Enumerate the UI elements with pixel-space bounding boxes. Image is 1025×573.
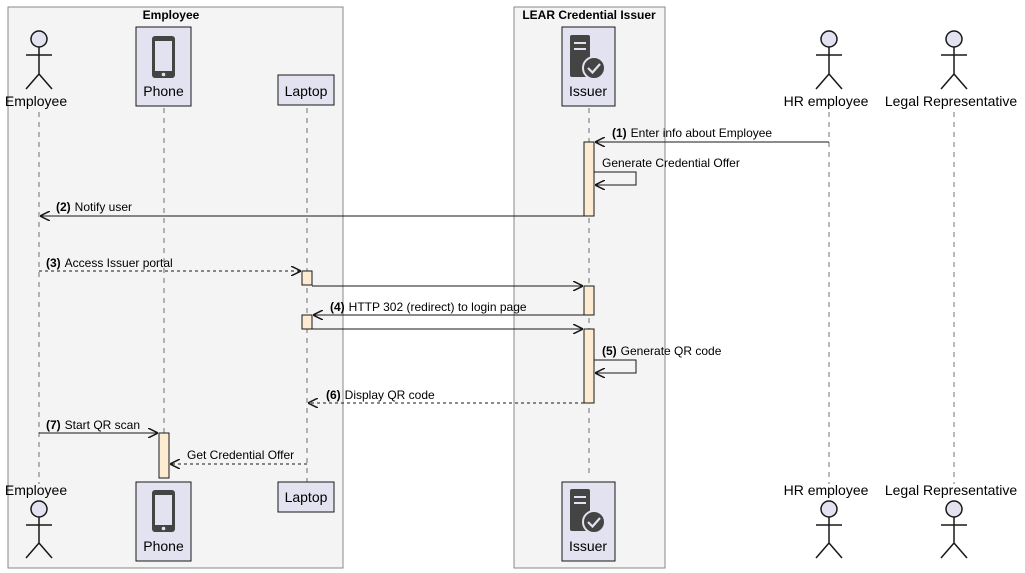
participant-employee-top: Employee <box>5 30 67 109</box>
participant-label-legal: Legal Representative <box>885 93 1018 109</box>
message-7: (7)Start QR scan <box>39 418 157 433</box>
participant-hr-bottom: HR employee <box>784 482 869 559</box>
phone-icon <box>152 36 175 78</box>
participant-box-laptop <box>277 74 335 106</box>
phone-icon <box>152 490 175 532</box>
message-4-label: (4)HTTP 302 (redirect) to login page <box>330 300 527 314</box>
participant-employee-bottom: Employee <box>5 482 67 559</box>
actor-body-icon <box>815 517 843 559</box>
message-7-label: (7)Start QR scan <box>46 418 140 432</box>
participant-issuer-top: Issuer <box>561 26 616 107</box>
participant-box-laptop <box>277 481 335 513</box>
actor-head-icon <box>30 500 48 518</box>
participant-label-employee: Employee <box>5 93 67 109</box>
participant-label-phone: Phone <box>143 83 184 99</box>
participant-label-hr: HR employee <box>784 93 869 109</box>
actor-head-icon <box>945 30 963 48</box>
activation-issuer-3 <box>583 328 595 404</box>
message-1-label: (1)Enter info about Employee <box>612 126 772 140</box>
actor-body-icon <box>25 47 53 90</box>
message-2: (2)Notify user <box>41 200 584 216</box>
participant-label-phone: Phone <box>143 538 184 554</box>
message-5-label: (5)Generate QR code <box>602 344 722 358</box>
actor-head-icon <box>30 30 48 48</box>
actor-body-icon <box>25 517 53 559</box>
issuer-box-title: LEAR Credential Issuer <box>522 8 656 22</box>
message-self-credential-offer: Generate Credential Offer <box>594 156 740 185</box>
message-3: (3)Access Issuer portal <box>39 256 300 271</box>
actor-head-icon <box>820 500 838 518</box>
message-6: (6)Display QR code <box>309 388 584 403</box>
message-4: (4)HTTP 302 (redirect) to login page <box>314 300 584 315</box>
activations <box>158 141 595 479</box>
participant-label-issuer: Issuer <box>569 83 607 99</box>
actor-head-icon <box>820 30 838 48</box>
message-get-credential-offer-label: Get Credential Offer <box>187 448 294 462</box>
message-6-label: (6)Display QR code <box>326 388 435 402</box>
employee-box-title: Employee <box>143 8 200 22</box>
participant-hr-top: HR employee <box>784 30 869 109</box>
actor-head-icon <box>945 500 963 518</box>
activation-phone-1 <box>158 432 170 479</box>
server-check-icon <box>570 35 606 80</box>
message-3-label: (3)Access Issuer portal <box>46 256 173 270</box>
participant-phone-bottom: Phone <box>135 481 192 562</box>
message-2-label: (2)Notify user <box>56 200 132 214</box>
participant-laptop-top: Laptop <box>277 74 335 106</box>
participant-label-employee: Employee <box>5 482 67 498</box>
activation-issuer-1 <box>583 141 595 217</box>
participant-label-hr: HR employee <box>784 482 869 498</box>
message-1: (1)Enter info about Employee <box>596 126 829 142</box>
participant-label-laptop: Laptop <box>285 83 328 99</box>
activation-issuer-2 <box>583 285 595 316</box>
participant-phone-top: Phone <box>135 26 192 107</box>
participant-label-issuer: Issuer <box>569 538 607 554</box>
message-self-credential-offer-label: Generate Credential Offer <box>602 156 740 170</box>
message-5: (5)Generate QR code <box>594 344 722 373</box>
participant-issuer-bottom: Issuer <box>561 481 616 562</box>
activation-laptop-1 <box>301 270 313 286</box>
server-check-icon <box>570 489 606 534</box>
message-get-credential-offer: Get Credential Offer <box>171 448 307 464</box>
participant-label-laptop: Laptop <box>285 489 328 505</box>
actor-body-icon <box>815 47 843 90</box>
actor-body-icon <box>940 517 968 559</box>
participant-legal-top: Legal Representative <box>885 30 1018 109</box>
messages: (1)Enter info about Employee Generate Cr… <box>39 126 829 464</box>
participant-legal-bottom: Legal Representative <box>885 482 1018 559</box>
participant-laptop-bottom: Laptop <box>277 481 335 513</box>
activation-laptop-2 <box>301 314 313 330</box>
actor-body-icon <box>940 47 968 90</box>
participant-label-legal: Legal Representative <box>885 482 1018 498</box>
